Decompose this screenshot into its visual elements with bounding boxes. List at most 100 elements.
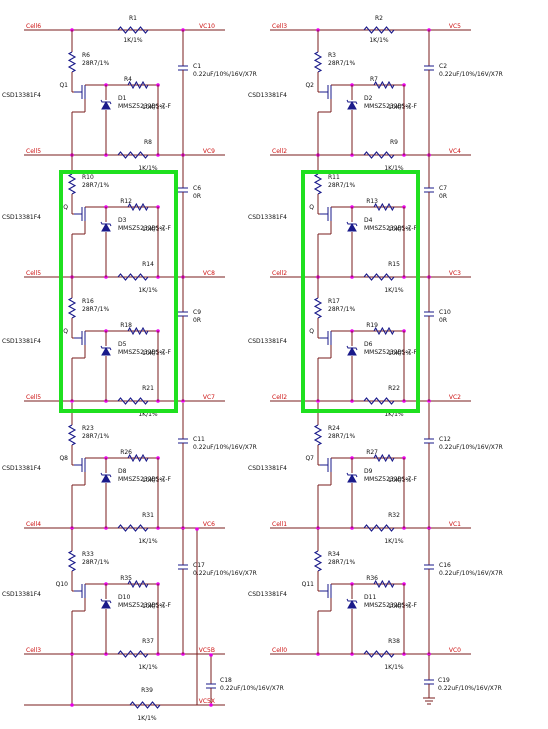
junction-dot bbox=[70, 703, 74, 707]
gate-resistor-value: 28R7/1% bbox=[328, 433, 355, 440]
mosfet-part: CSD13381F4 bbox=[248, 338, 287, 345]
gate-resistor-value: 28R7/1% bbox=[328, 306, 355, 313]
bottom-resistor-value: 1K/1% bbox=[384, 411, 404, 418]
top-net-right-label: VC10 bbox=[199, 23, 215, 30]
bottom-net-left-label: Cell1 bbox=[272, 521, 287, 528]
zener-icon-bar bbox=[100, 598, 112, 604]
bottom-resistor-ref: R32 bbox=[388, 512, 400, 519]
gate-resistor-value: 28R7/1% bbox=[328, 559, 355, 566]
zener-icon bbox=[347, 100, 357, 110]
gate-resistor-value: 28R7/1% bbox=[82, 559, 109, 566]
gate-resistor bbox=[67, 297, 77, 319]
bottom-resistor bbox=[363, 524, 395, 532]
bottom-net-left-label: Cell0 bbox=[272, 647, 287, 654]
gate-resistor bbox=[67, 550, 77, 572]
zener-icon bbox=[101, 599, 111, 609]
pull-resistor-ref: R36 bbox=[366, 575, 378, 582]
capacitor-ref: C12 bbox=[439, 436, 451, 443]
gate-resistor-value: 28R7/1% bbox=[82, 60, 109, 67]
bottom-resistor bbox=[117, 273, 149, 281]
extra-resistor bbox=[129, 701, 161, 709]
pull-resistor-ref: R18 bbox=[120, 322, 132, 329]
bottom-resistor-value: 1K/1% bbox=[384, 287, 404, 294]
gate-resistor bbox=[313, 51, 323, 73]
pull-resistor-ref: R27 bbox=[366, 449, 378, 456]
bottom-resistor-ref: R22 bbox=[388, 385, 400, 392]
diode-ref: D6 bbox=[364, 341, 373, 348]
bottom-resistor-value: 1K/1% bbox=[138, 165, 158, 172]
extra-resistor-value: 1K/1% bbox=[137, 715, 157, 722]
pull-resistor bbox=[127, 453, 149, 463]
capacitor-value: 0R bbox=[439, 317, 447, 324]
gate-resistor bbox=[67, 173, 77, 195]
highlight-box-left bbox=[59, 170, 178, 413]
pull-resistor-value: 10K/1% bbox=[142, 104, 165, 111]
diode-part: MMSZ5232BS-7-F bbox=[364, 602, 418, 609]
bottom-net-left-label: Cell2 bbox=[272, 148, 287, 155]
bottom-resistor bbox=[117, 397, 149, 405]
bottom-net-right-label: VC1 bbox=[449, 521, 461, 528]
pull-resistor-value: 10K/1% bbox=[142, 603, 165, 610]
gate-resistor-ref: R3 bbox=[328, 52, 336, 59]
mosfet-ref: Q bbox=[309, 328, 314, 335]
capacitor-ref: C7 bbox=[439, 185, 447, 192]
diode-part: MMSZ5232BS-7-F bbox=[118, 602, 172, 609]
mosfet-part: CSD13381F4 bbox=[248, 92, 287, 99]
bottom-net-right-label: VC7 bbox=[203, 394, 215, 401]
mosfet-part: CSD13381F4 bbox=[2, 591, 41, 598]
bottom-net-right-label: VC6 bbox=[203, 521, 215, 528]
bottom-net-right-label: VC9 bbox=[203, 148, 215, 155]
pull-resistor-value: 10K/1% bbox=[388, 350, 411, 357]
junction-dot bbox=[195, 527, 199, 531]
bottom-resistor bbox=[117, 524, 149, 532]
capacitor-value: 0.22uF/10%/16V/X7R bbox=[439, 71, 503, 78]
pull-resistor-ref: R13 bbox=[366, 198, 378, 205]
pull-resistor bbox=[373, 202, 395, 212]
ground-icon bbox=[423, 697, 435, 705]
diode-part: MMSZ5232BS-7-F bbox=[364, 103, 418, 110]
top-net-left-label: Cell3 bbox=[272, 23, 287, 30]
bottom-resistor-value: 1K/1% bbox=[138, 411, 158, 418]
bottom-net-left-label: Cell5 bbox=[26, 270, 41, 277]
mosfet-ref: Q bbox=[63, 328, 68, 335]
diode-ref: D9 bbox=[364, 468, 373, 475]
mosfet-part: CSD13381F4 bbox=[248, 465, 287, 472]
gate-resistor-ref: R17 bbox=[328, 298, 340, 305]
capacitor-ref: C1 bbox=[193, 63, 201, 70]
gate-resistor bbox=[313, 297, 323, 319]
bottom-net-left-label: Cell2 bbox=[272, 270, 287, 277]
gate-resistor bbox=[313, 173, 323, 195]
gate-resistor-ref: R6 bbox=[82, 52, 90, 59]
pull-resistor bbox=[127, 202, 149, 212]
top-resistor bbox=[363, 26, 395, 34]
pull-resistor bbox=[373, 326, 395, 336]
bottom-resistor-ref: R31 bbox=[142, 512, 154, 519]
pull-resistor bbox=[373, 453, 395, 463]
gate-resistor-ref: R34 bbox=[328, 551, 340, 558]
capacitor-ref: C16 bbox=[439, 562, 451, 569]
bottom-resistor bbox=[363, 151, 395, 159]
top-resistor-value: 1K/1% bbox=[369, 37, 389, 44]
bottom-resistor-ref: R15 bbox=[388, 261, 400, 268]
diode-ref: D3 bbox=[118, 217, 127, 224]
gate-resistor-ref: R33 bbox=[82, 551, 94, 558]
bottom-resistor-value: 1K/1% bbox=[138, 538, 158, 545]
gate-resistor-ref: R24 bbox=[328, 425, 340, 432]
gate-resistor-ref: R23 bbox=[82, 425, 94, 432]
pull-resistor-value: 10K/1% bbox=[142, 226, 165, 233]
mosfet-part: CSD13381F4 bbox=[2, 214, 41, 221]
mosfet-ref: Q7 bbox=[305, 455, 314, 462]
mosfet-ref: Q1 bbox=[59, 82, 68, 89]
capacitor-value: 0.22uF/10%/16V/X7R bbox=[193, 71, 257, 78]
extra-capacitor-value: 0.22uF/10%/16V/X7R bbox=[220, 685, 284, 692]
bottom-resistor-ref: R8 bbox=[144, 139, 152, 146]
junction-dot bbox=[209, 703, 213, 707]
zener-icon-bar bbox=[346, 221, 358, 227]
capacitor-value: 0.22uF/10%/16V/X7R bbox=[439, 570, 503, 577]
extra-capacitor-right-ref: C19 bbox=[438, 677, 450, 684]
diode-ref: D2 bbox=[364, 95, 373, 102]
pull-resistor-ref: R26 bbox=[120, 449, 132, 456]
pull-resistor-ref: R35 bbox=[120, 575, 132, 582]
zener-icon bbox=[347, 222, 357, 232]
